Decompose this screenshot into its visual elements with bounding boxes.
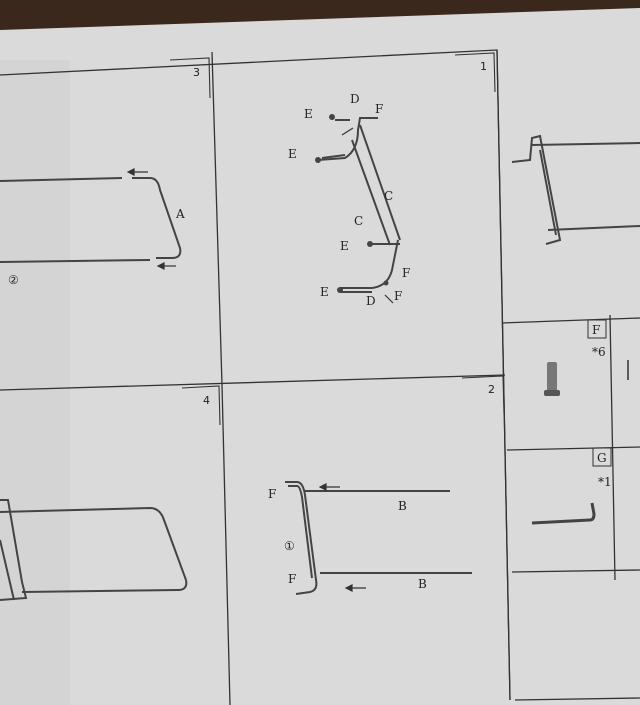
partial-frame-drawing: [511, 134, 640, 245]
label-e-2: E: [288, 147, 297, 161]
part-f-box: [587, 319, 607, 339]
part-g-letter: G: [597, 451, 607, 465]
paper-sheet: [0, 8, 640, 705]
label-c-1: C: [384, 189, 393, 203]
label-e-4: E: [320, 285, 329, 299]
part-f-letter: F: [592, 323, 600, 337]
label-a: A: [175, 207, 185, 221]
panel-grid: [0, 49, 640, 705]
label-f-1: F: [375, 102, 383, 116]
circle-mark-2: ②: [8, 273, 19, 287]
label-b-2: B: [418, 577, 427, 591]
panel-3-frame-drawing: [0, 177, 182, 263]
label-f-2: F: [402, 266, 410, 280]
circle-mark-1: ①: [284, 539, 295, 553]
panel-4-frame-drawing: [0, 499, 188, 601]
panel-2-frame-drawing: [285, 481, 472, 595]
panel-number-1: 1: [480, 60, 487, 73]
label-e-1: E: [304, 107, 313, 121]
label-d-2: D: [366, 294, 376, 308]
panel-number-2: 2: [488, 383, 495, 396]
screw-icon: [544, 362, 560, 396]
panel-number-4: 4: [203, 394, 210, 407]
label-c-2: C: [354, 214, 363, 228]
label-f-3: F: [394, 289, 402, 303]
part-g-qty: *1: [598, 475, 612, 489]
part-f-qty: *6: [592, 345, 606, 359]
allen-key-icon: [531, 502, 596, 525]
panel-number-3: 3: [193, 66, 200, 79]
label-d-1: D: [350, 92, 360, 106]
label-f-4: F: [268, 487, 276, 501]
label-b-1: B: [398, 499, 407, 513]
label-f-5: F: [288, 572, 296, 586]
part-g-box: [592, 447, 612, 467]
label-e-3: E: [340, 239, 349, 253]
